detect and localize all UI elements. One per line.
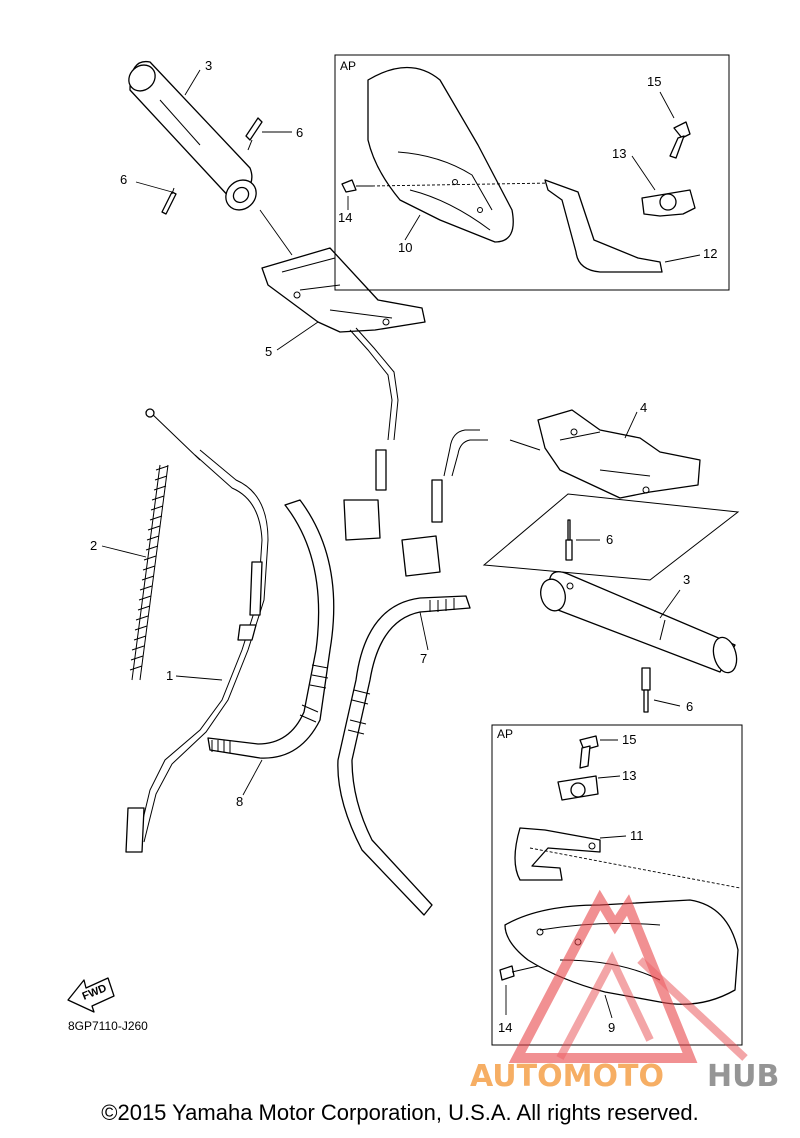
callout-6: 6: [296, 125, 303, 140]
callout-1: 1: [166, 668, 173, 683]
callout-15: 15: [647, 74, 661, 89]
grip-upper: [128, 60, 257, 211]
callout-15: 15: [622, 732, 636, 747]
watermark-text: HUB: [707, 1059, 779, 1094]
callout-10: 10: [398, 240, 412, 255]
grip-lower: [540, 571, 738, 674]
callout-6: 6: [686, 699, 693, 714]
callout-9: 9: [608, 1020, 615, 1035]
callout-7: 7: [420, 651, 427, 666]
cable-spring: [129, 464, 169, 681]
inset-tag: AP: [340, 59, 356, 73]
callout-6: 6: [120, 172, 127, 187]
callout-6: 6: [606, 532, 613, 547]
drawing-code: 8GP7110-J260: [68, 1019, 148, 1033]
callout-3: 3: [205, 58, 212, 73]
callout-14: 14: [338, 210, 352, 225]
callout-2: 2: [90, 538, 97, 553]
screw-icon: [499, 965, 539, 981]
inset-box-bottom: AP: [491, 724, 743, 1046]
callout-4: 4: [640, 400, 647, 415]
inset-box-top: AP: [334, 54, 730, 291]
rivet-icon: [641, 667, 651, 713]
watermark-logo: [508, 889, 748, 1063]
throttle-cable: [125, 408, 269, 853]
hose-8: [207, 499, 335, 759]
hose-7: [337, 595, 471, 916]
callout-13: 13: [612, 146, 626, 161]
bolt-icon: [669, 121, 691, 159]
callout-13: 13: [622, 768, 636, 783]
callout-8: 8: [236, 794, 243, 809]
copyright-notice: ©2015 Yamaha Motor Corporation, U.S.A. A…: [101, 1100, 699, 1125]
rivet-icon: [245, 117, 263, 151]
callout-3: 3: [683, 572, 690, 587]
inset-tag: AP: [497, 727, 513, 741]
heater-element-lower: [537, 409, 701, 499]
watermark-text: AUTOMOTO: [470, 1059, 664, 1094]
bolt-icon: [579, 735, 599, 769]
fwd-arrow-icon: FWD: [67, 977, 115, 1013]
callout-14: 14: [498, 1020, 512, 1035]
rivet-icon: [565, 519, 573, 561]
rivet-icon: [161, 187, 177, 215]
callout-11: 11: [630, 828, 644, 843]
callout-5: 5: [265, 344, 272, 359]
callout-12: 12: [703, 246, 717, 261]
screw-icon: [341, 179, 372, 193]
